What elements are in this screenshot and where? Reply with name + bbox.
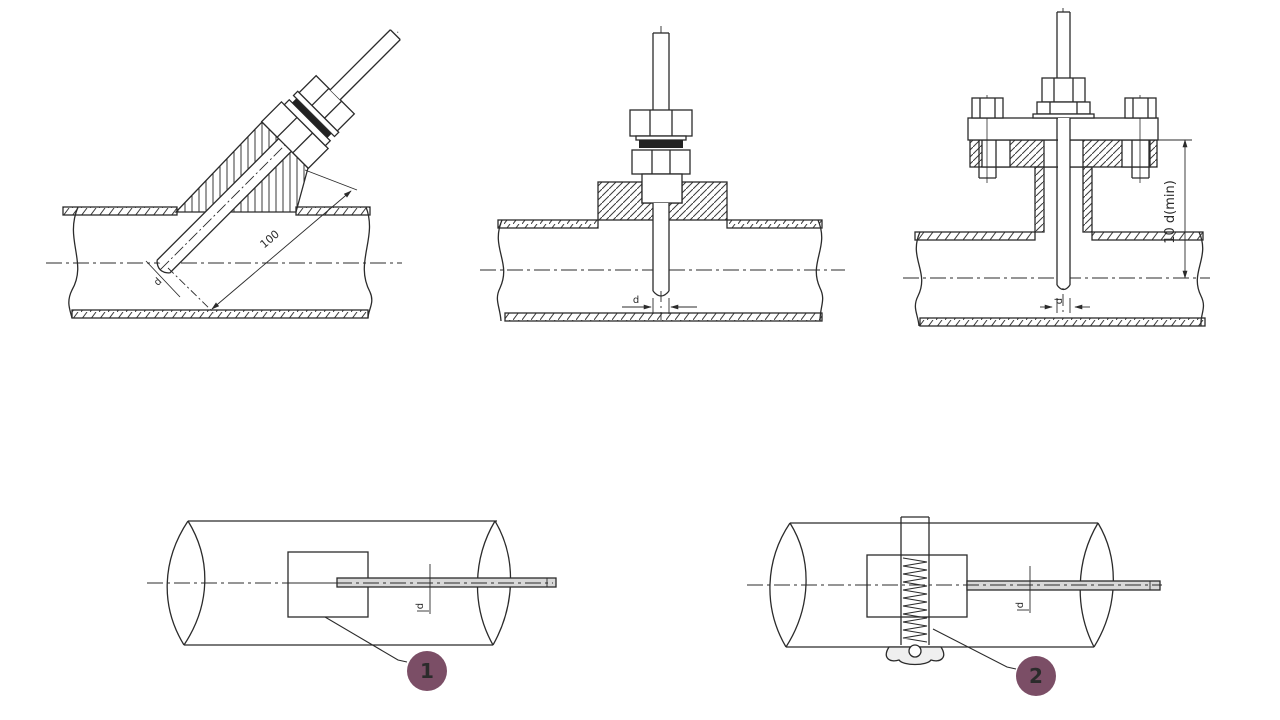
- diagram-boss-thermowell: d: [480, 26, 845, 322]
- collar: [641, 173, 683, 204]
- gland-nut: [629, 109, 693, 137]
- spring-gland-tube: [885, 516, 945, 666]
- nozzle-height-label: 10 d(min): [1163, 180, 1178, 244]
- thermowell-tip: [652, 290, 670, 297]
- dimension-tip-diameter: d: [415, 564, 431, 614]
- insertion-length-label: 100: [258, 228, 282, 251]
- callout-2: 2: [1016, 656, 1056, 696]
- thermowell-assembly: [629, 32, 693, 297]
- elbow-fitting: [866, 554, 968, 618]
- callout-leader: [324, 616, 408, 663]
- thermowell-assembly: [156, 29, 401, 274]
- washer: [635, 135, 687, 141]
- gland-nut: [1041, 77, 1086, 103]
- flange-bolt-right: [1124, 95, 1157, 183]
- lock-nut: [1036, 101, 1091, 115]
- thermowell-tip: [1056, 284, 1071, 291]
- diagram-elbow-thermowell: d 1: [147, 520, 557, 691]
- pipe-section: [903, 231, 1210, 327]
- thermowell-assembly: [1032, 8, 1095, 312]
- diagram-angled-thermowell: 100 d: [46, 29, 402, 319]
- thermowell-tip: [156, 260, 170, 274]
- callout-1: 1: [407, 651, 447, 691]
- dimension-tip-diameter: d: [1040, 298, 1090, 313]
- callout-leader: [932, 628, 1017, 670]
- callout-number: 2: [1029, 664, 1043, 688]
- tip-diameter-label: d: [633, 295, 639, 306]
- lock-nut: [631, 149, 691, 175]
- diagram-elbow-spring-thermowell: d 2: [747, 516, 1162, 696]
- stem-end: [389, 29, 401, 41]
- tip-diameter-label: d: [1054, 298, 1065, 304]
- seal-ring: [292, 98, 332, 138]
- flange-bolt-left: [971, 95, 1004, 183]
- dimension-nozzle-height: 10 d(min): [1158, 139, 1192, 279]
- seal-ring: [639, 140, 683, 148]
- washer: [1032, 113, 1095, 119]
- tip-diameter-label: d: [1015, 602, 1026, 608]
- diagram-flanged-thermowell: d 10 d(min): [903, 8, 1210, 327]
- callout-circle: [407, 651, 447, 691]
- dimension-tip-diameter: d: [622, 295, 697, 314]
- pipe-break-left: [769, 522, 791, 648]
- spring-coil: [902, 557, 928, 643]
- pipe-section: [46, 206, 402, 319]
- dimension-tip-diameter: d: [1015, 566, 1031, 613]
- callout-circle: [1016, 656, 1056, 696]
- tip-diameter-label: d: [415, 603, 426, 609]
- callout-number: 1: [420, 659, 434, 683]
